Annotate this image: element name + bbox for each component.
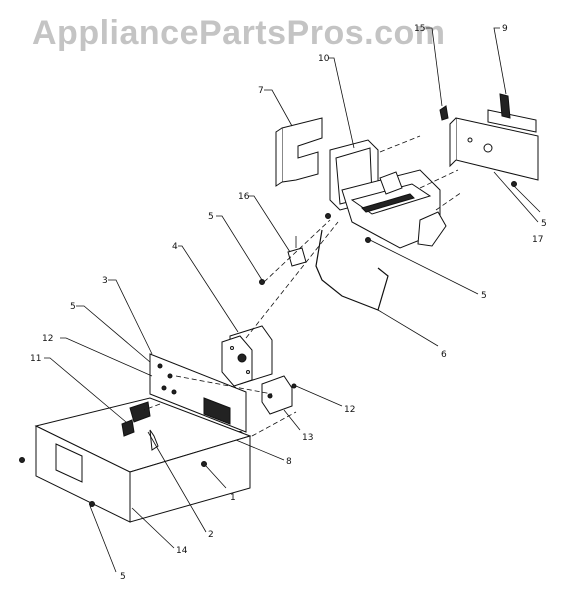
- callout-8: 8: [286, 457, 292, 467]
- callout-12-right: 12: [344, 405, 355, 415]
- icemaker-mold[interactable]: [325, 169, 447, 249]
- callout-17: 17: [532, 235, 543, 245]
- callout-16: 16: [238, 192, 250, 202]
- callout-5-mid: 5: [481, 291, 487, 301]
- callout-9: 9: [502, 24, 508, 34]
- callout-4: 4: [172, 242, 178, 252]
- callout-3: 3: [102, 276, 108, 286]
- callout-7: 7: [258, 86, 264, 96]
- part-9-clip[interactable]: [487, 93, 537, 133]
- leader-lines: [44, 27, 541, 573]
- callout-1: 1: [230, 493, 236, 503]
- part-13-block[interactable]: [261, 375, 297, 415]
- part-14-cover[interactable]: [19, 397, 252, 523]
- callout-14: 14: [176, 546, 188, 556]
- callout-5-bottom: 5: [120, 572, 126, 582]
- callout-13: 13: [302, 433, 313, 443]
- callout-labels: 7 10 15 9 5 17 5 6 16 5 4 3 5 12 11 12 1…: [30, 24, 547, 582]
- part-7-bracket[interactable]: [275, 117, 323, 187]
- callout-5-upper: 5: [208, 212, 214, 222]
- callout-2: 2: [208, 530, 214, 540]
- callout-5-left: 5: [70, 302, 76, 312]
- part-4-motor[interactable]: [221, 325, 273, 387]
- callout-15: 15: [414, 24, 425, 34]
- callout-5-right: 5: [541, 219, 547, 229]
- part-16-switch[interactable]: [287, 236, 307, 267]
- part-17-housing[interactable]: [439, 105, 539, 187]
- callout-11: 11: [30, 354, 41, 364]
- site-watermark: AppliancePartsPros.com: [32, 14, 446, 52]
- callout-6: 6: [441, 350, 447, 360]
- callout-12-left: 12: [42, 334, 53, 344]
- callout-10: 10: [318, 54, 330, 64]
